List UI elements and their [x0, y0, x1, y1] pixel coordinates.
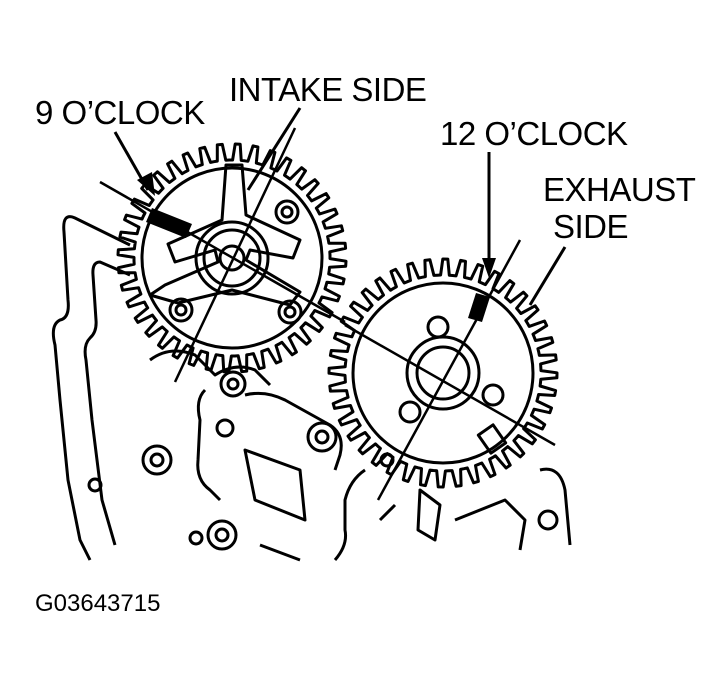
exhaust-dowel	[476, 423, 508, 455]
intake-centerline-b	[173, 127, 297, 383]
exhaust-label-line2: SIDE	[553, 208, 629, 245]
exhaust-sprocket-hole	[426, 315, 450, 339]
exhaust-sprocket-teeth	[327, 257, 559, 489]
intake-side-label: INTAKE SIDE	[229, 71, 427, 108]
exhaust-side-leader	[528, 246, 567, 306]
exhaust-hub-inner	[415, 345, 471, 401]
intake-sprocket-hole	[277, 299, 303, 325]
intake-sprocket-rim	[140, 166, 324, 350]
intake-sprocket-hole	[274, 199, 300, 225]
intake-sprocket-hole	[168, 297, 194, 323]
nine-oclock-arrowhead	[137, 172, 155, 196]
twelve-oclock-arrowhead	[482, 258, 496, 278]
intake-hub-inner	[202, 228, 262, 288]
exhaust-timing-mark	[468, 293, 490, 322]
exhaust-label-line1: EXHAUST	[543, 171, 696, 208]
intake-hub-outer	[194, 220, 270, 296]
exhaust-centerline-b	[376, 239, 522, 501]
intake-sprocket-spokes	[148, 163, 302, 307]
intake-sprocket-hole-inner	[174, 303, 188, 317]
exhaust-sprocket-hole	[481, 383, 505, 407]
exhaust-sprocket-rim	[351, 281, 535, 465]
leader-lines	[113, 107, 567, 306]
intake-centerline-a	[99, 180, 346, 324]
intake-sprocket-hole-inner	[283, 305, 297, 319]
block-holes	[87, 370, 559, 551]
intake-camshaft-sprocket	[99, 127, 348, 383]
exhaust-sprocket-hole	[398, 400, 422, 424]
twelve-oclock-label: 12 O’CLOCK	[440, 115, 628, 152]
figure-code: G03643715	[35, 590, 161, 617]
nine-oclock-label: 9 O’CLOCK	[35, 94, 205, 131]
exhaust-centerline-a	[344, 323, 556, 447]
intake-sprocket-teeth	[116, 142, 348, 374]
exhaust-camshaft-sprocket	[327, 239, 559, 501]
engine-block-outline	[51, 215, 572, 562]
intake-sprocket-hole-inner	[280, 205, 294, 219]
intake-timing-mark	[146, 208, 192, 238]
intake-side-leader	[246, 107, 302, 191]
intake-bolt	[218, 244, 246, 272]
